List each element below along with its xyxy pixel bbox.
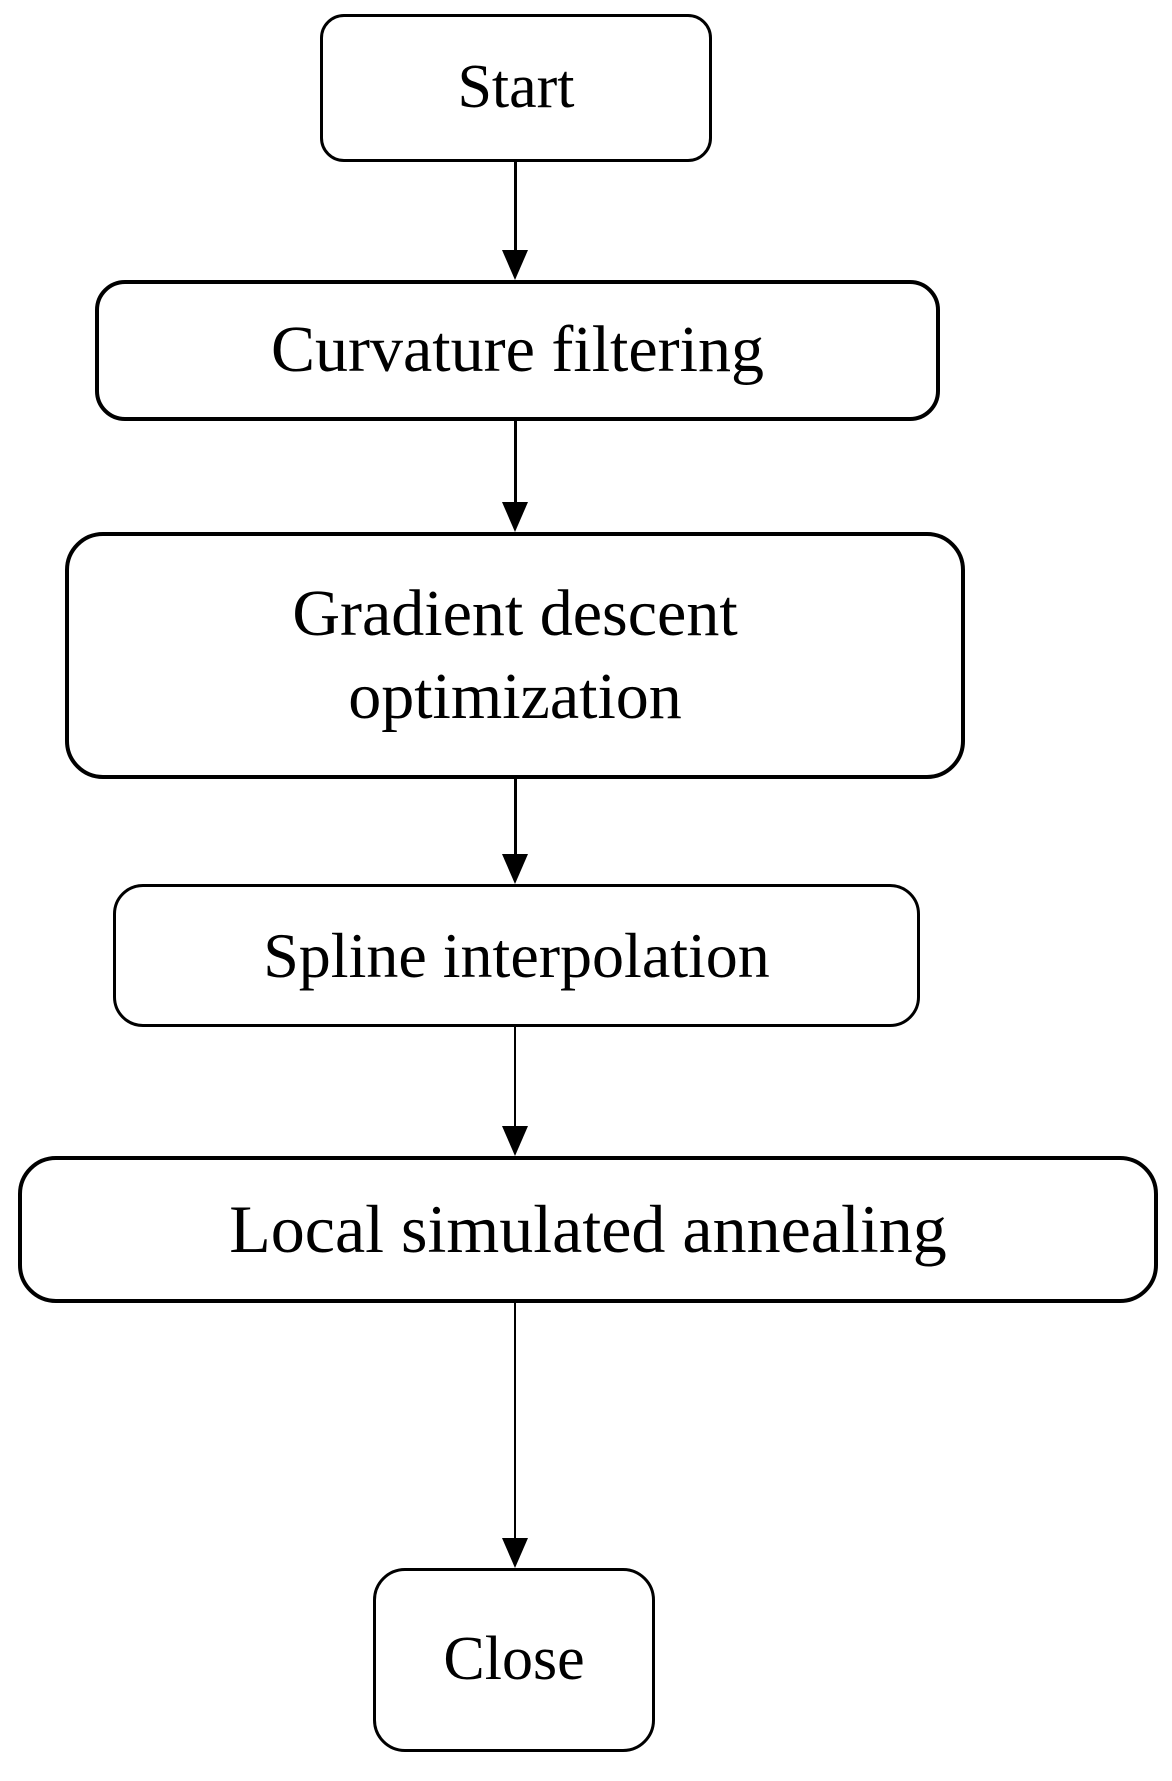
down-arrow-curvature-to-gradient [501,421,529,532]
node-label-local-simulated-annealing: Local simulated annealing [229,1191,947,1267]
flowchart-node-start: Start [320,14,712,162]
down-arrow-annealing-to-close [501,1303,529,1568]
arrowhead-down-icon [502,502,528,532]
arrowhead-down-icon [502,1538,528,1568]
arrow-shaft [514,1027,516,1126]
arrowhead-down-icon [502,1126,528,1156]
node-label-spline-interpolation: Spline interpolation [263,919,770,991]
arrowhead-down-icon [502,250,528,280]
node-label-close: Close [443,1625,585,1694]
node-label-start: Start [457,53,575,122]
flowchart-node-local-simulated-annealing: Local simulated annealing [18,1156,1158,1303]
flowchart-node-gradient-descent: Gradient descent optimization [65,532,965,779]
node-label-curvature-filtering: Curvature filtering [270,313,764,387]
arrow-shaft [514,1303,516,1538]
arrow-shaft [513,779,517,854]
down-arrow-spline-to-annealing [501,1027,529,1156]
flowchart-node-spline-interpolation: Spline interpolation [113,884,920,1027]
arrow-shaft [513,162,517,250]
down-arrow-gradient-to-spline [501,779,529,884]
node-label-gradient-descent: Gradient descent optimization [292,577,738,733]
flowchart-node-close: Close [373,1568,655,1752]
down-arrow-start-to-curvature [501,162,529,280]
arrow-shaft [513,421,517,502]
arrowhead-down-icon [502,854,528,884]
flowchart-node-curvature-filtering: Curvature filtering [95,280,940,421]
